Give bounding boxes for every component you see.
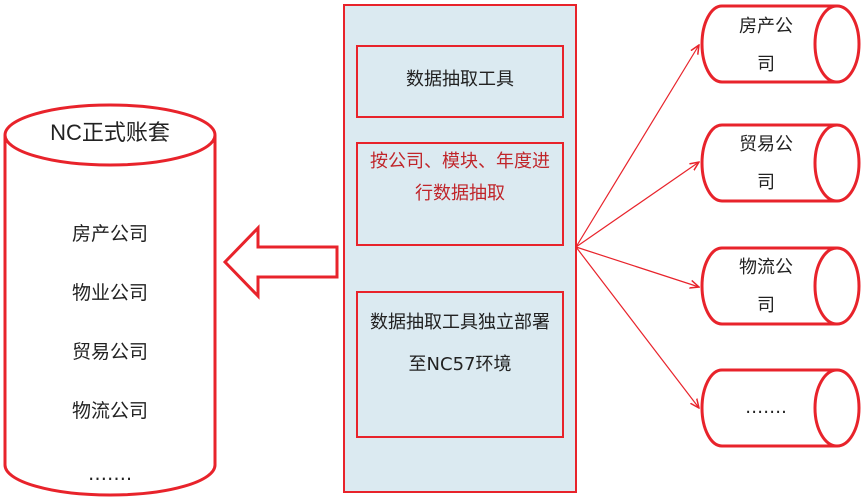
ledger-company-3: 贸易公司 — [71, 341, 148, 363]
tool-box-3 — [356, 291, 564, 438]
source-label-2: 贸易公司 — [739, 134, 793, 193]
source-cylinder-2 — [700, 123, 861, 203]
source-label-4: ……. — [745, 397, 787, 418]
arrow-to-source-3 — [575, 246, 699, 287]
tool-box-3-text: 数据抽取工具独立部署至NC57环境 — [370, 312, 550, 375]
arrow-to-source-1 — [575, 45, 699, 248]
source-cylinder-3 — [700, 246, 861, 326]
arrow-to-source-4 — [575, 246, 699, 408]
arrow-to-source-2 — [575, 162, 699, 248]
nc-ledger-cylinder — [3, 103, 217, 497]
source-cylinder-4 — [700, 368, 861, 448]
ledger-company-4: 物流公司 — [71, 400, 148, 422]
source-label-3: 物流公司 — [739, 257, 793, 316]
tool-box-2-text: 按公司、模块、年度进行数据抽取 — [370, 151, 550, 204]
ledger-company-1: 房产公司 — [71, 223, 148, 245]
tool-box-1 — [356, 45, 564, 118]
tool-box-1-text: 数据抽取工具 — [406, 69, 514, 90]
source-label-1: 房产公司 — [739, 16, 793, 75]
left-hollow-arrow — [222, 224, 339, 300]
ledger-ellipsis: ……. — [87, 463, 133, 485]
fanout-arrows — [575, 45, 699, 408]
tool-box-2 — [356, 142, 564, 246]
nc-ledger-title: NC正式账套 — [50, 120, 170, 145]
ledger-company-2: 物业公司 — [71, 282, 148, 304]
source-cylinder-1 — [700, 4, 861, 84]
tool-panel — [343, 4, 577, 493]
